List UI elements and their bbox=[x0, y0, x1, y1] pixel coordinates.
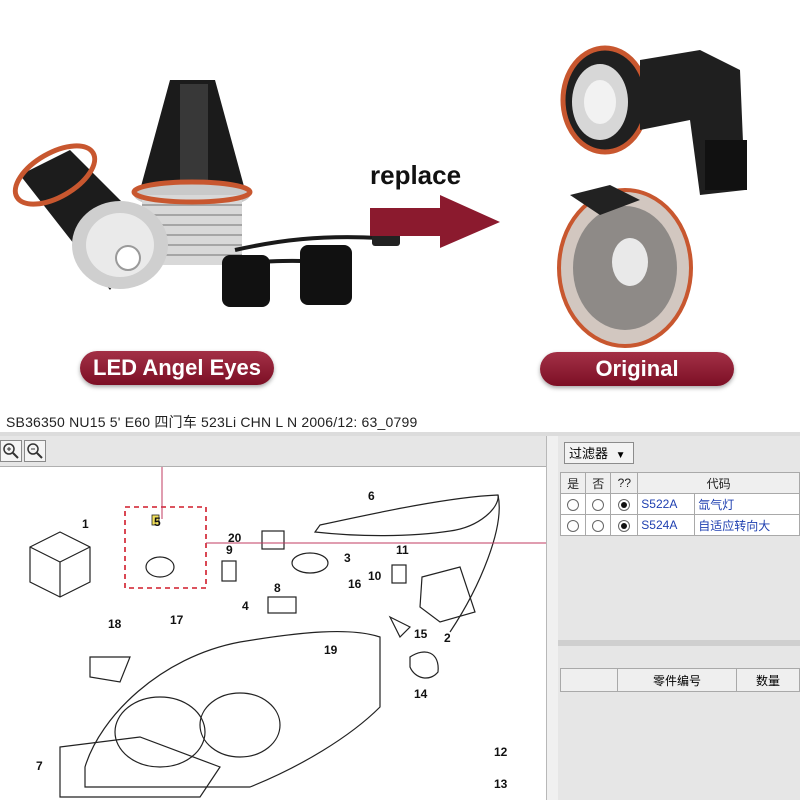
callout-10[interactable]: 10 bbox=[368, 569, 382, 583]
original-bulb-reflector-image bbox=[557, 185, 693, 348]
zoom-out-button[interactable] bbox=[24, 440, 46, 462]
radio-no[interactable] bbox=[592, 498, 605, 511]
header-blank bbox=[560, 668, 618, 692]
callout-11[interactable]: 11 bbox=[396, 543, 409, 557]
parts-header-row: 零件编号 数量 bbox=[560, 668, 800, 692]
product-illustration bbox=[12, 45, 747, 348]
header-code: 代码 bbox=[637, 472, 800, 494]
callout-2[interactable]: 2 bbox=[444, 631, 451, 645]
radio-unknown[interactable] bbox=[618, 498, 631, 511]
original-badge: Original bbox=[540, 352, 734, 386]
parts-table: 零件编号 数量 bbox=[560, 668, 800, 692]
table-row[interactable]: S524A 自适应转向大 bbox=[559, 514, 800, 536]
diagram-toolbar bbox=[0, 436, 556, 466]
callout-8[interactable]: 8 bbox=[274, 581, 281, 595]
led-angel-eyes-image bbox=[12, 80, 400, 307]
diagram-scrollbar[interactable] bbox=[546, 436, 559, 800]
option-description: 自适应转向大 bbox=[694, 514, 800, 536]
replace-arrow-icon bbox=[370, 195, 500, 248]
filter-dropdown[interactable]: 过滤器 ▼ bbox=[564, 442, 634, 464]
option-description: 氙气灯 bbox=[694, 493, 800, 515]
exploded-view-drawing bbox=[29, 467, 546, 798]
panel-splitter[interactable] bbox=[558, 640, 800, 646]
callout-13[interactable]: 13 bbox=[494, 777, 508, 791]
callout-14[interactable]: 14 bbox=[414, 687, 428, 701]
zoom-out-icon bbox=[27, 443, 43, 459]
table-row[interactable]: S522A 氙气灯 bbox=[559, 493, 800, 515]
callout-18[interactable]: 18 bbox=[108, 617, 122, 631]
header-unknown: ?? bbox=[610, 472, 639, 494]
header-yes: 是 bbox=[559, 472, 587, 494]
filter-label: 过滤器 bbox=[569, 446, 609, 461]
options-header-row: 是 否 ?? 代码 bbox=[559, 472, 800, 494]
callout-15[interactable]: 15 bbox=[414, 627, 428, 641]
zoom-in-icon bbox=[3, 443, 19, 459]
radio-yes[interactable] bbox=[567, 498, 580, 511]
callout-4[interactable]: 4 bbox=[242, 599, 249, 613]
led-angel-eyes-badge: LED Angel Eyes bbox=[80, 351, 274, 385]
callout-19[interactable]: 19 bbox=[324, 643, 338, 657]
radio-yes[interactable] bbox=[567, 519, 580, 532]
callout-3[interactable]: 3 bbox=[344, 551, 351, 565]
callout-7[interactable]: 7 bbox=[36, 759, 43, 773]
highlight-box bbox=[124, 506, 207, 589]
callout-6[interactable]: 6 bbox=[368, 489, 375, 503]
callout-20[interactable]: 20 bbox=[228, 531, 242, 545]
callout-1[interactable]: 1 bbox=[82, 517, 89, 531]
callout-9[interactable]: 9 bbox=[226, 543, 233, 557]
callout-5[interactable]: 5 bbox=[154, 515, 161, 529]
radio-no[interactable] bbox=[592, 519, 605, 532]
caption-code: 63_0799 bbox=[361, 414, 418, 430]
parts-diagram[interactable]: 1 2 3 4 5 6 7 8 9 10 11 12 13 14 15 16 1… bbox=[0, 466, 546, 801]
diagram-caption: SB36350 NU15 5' E60 四门车 523Li CHN L N 20… bbox=[6, 412, 417, 432]
callout-16[interactable]: 16 bbox=[348, 577, 362, 591]
header-no: 否 bbox=[585, 472, 612, 494]
header-part-number: 零件编号 bbox=[617, 668, 737, 692]
product-banner: replace LED Angel Eyes Original bbox=[12, 45, 747, 386]
radio-unknown[interactable] bbox=[618, 519, 631, 532]
option-code[interactable]: S522A bbox=[637, 493, 696, 515]
callout-12[interactable]: 12 bbox=[494, 745, 508, 759]
original-bulb-holder-image bbox=[560, 45, 747, 195]
chevron-down-icon: ▼ bbox=[615, 450, 626, 461]
replace-label: replace bbox=[370, 160, 462, 190]
caption-prefix: SB36350 NU15 5' E60 四门车 523Li CHN L N 20… bbox=[6, 414, 362, 430]
callout-17[interactable]: 17 bbox=[170, 613, 184, 627]
options-table: 是 否 ?? 代码 S522A 氙气灯 S524A 自适应转向大 bbox=[559, 472, 800, 536]
option-code[interactable]: S524A bbox=[637, 514, 696, 536]
header-quantity: 数量 bbox=[736, 668, 800, 692]
zoom-in-button[interactable] bbox=[0, 440, 22, 462]
